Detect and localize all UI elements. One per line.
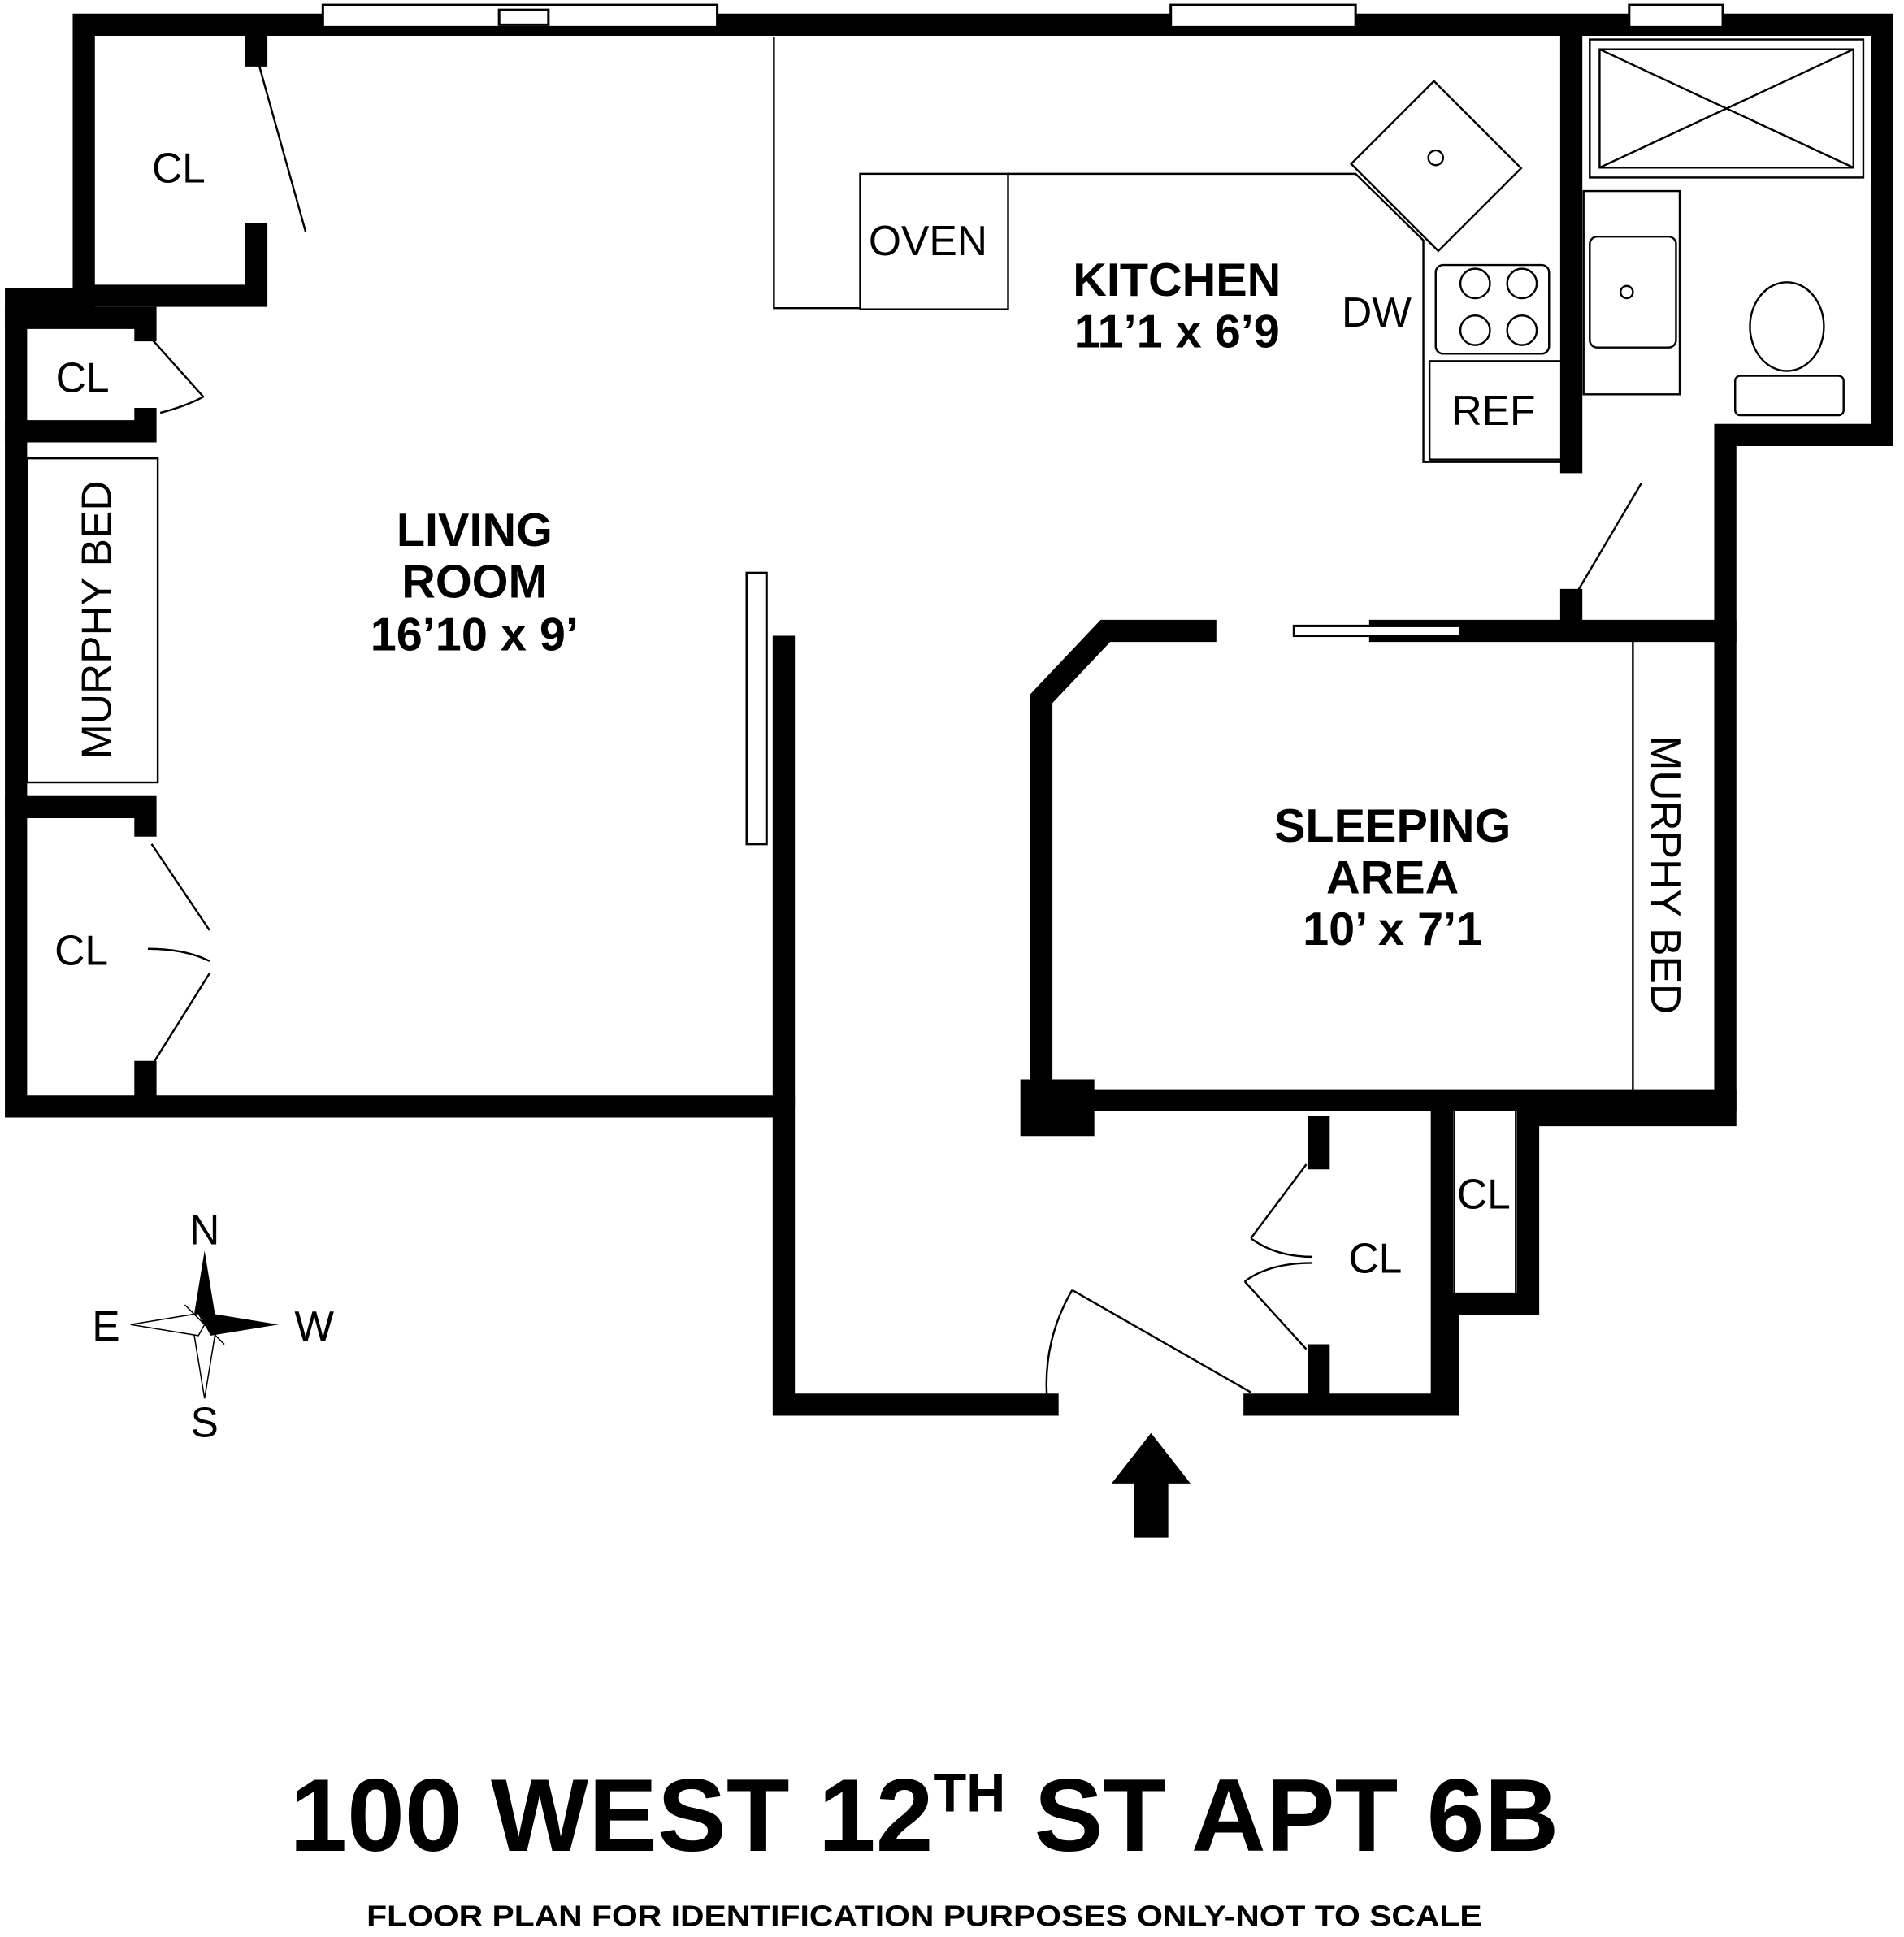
- closet-label: CL: [1457, 1171, 1511, 1218]
- closet-label: CL: [54, 926, 108, 973]
- svg-text:W: W: [294, 1302, 334, 1350]
- living-room-size: 16’10 x 9’: [371, 609, 579, 661]
- walls: [5, 13, 1893, 1416]
- address-title: 100 WEST 12TH ST APT 6B: [289, 1757, 1559, 1873]
- doors: [147, 63, 1643, 1405]
- living-room-name: LIVING: [397, 505, 553, 557]
- disclaimer: FLOOR PLAN FOR IDENTIFICATION PURPOSES O…: [366, 1899, 1481, 1932]
- oven-label: OVEN: [869, 217, 987, 264]
- dishwasher-label: DW: [1342, 288, 1412, 336]
- closet-label: CL: [152, 144, 206, 191]
- closet-label: CL: [1348, 1235, 1402, 1282]
- svg-text:E: E: [92, 1302, 119, 1350]
- kitchen-name: KITCHEN: [1073, 254, 1281, 306]
- kitchen-size: 11’1 x 6’9: [1074, 306, 1280, 358]
- murphy-bed-left: [26, 457, 159, 784]
- murphy-bed-label: MURPHY BED: [72, 480, 119, 759]
- svg-text:S: S: [191, 1398, 219, 1445]
- windows: [321, 3, 1724, 28]
- refrigerator-label: REF: [1451, 387, 1535, 434]
- bathroom-fixtures: [1582, 38, 1865, 417]
- sleeping-area-name: SLEEPING: [1274, 800, 1511, 852]
- closet-label: CL: [56, 353, 110, 401]
- entry-arrow-icon: [1111, 1432, 1191, 1538]
- svg-text:N: N: [189, 1207, 219, 1254]
- sleeping-area-name-2: AREA: [1326, 852, 1459, 904]
- living-room-name-2: ROOM: [401, 557, 547, 609]
- kitchen-fixtures: [773, 37, 1564, 463]
- compass-rose-icon: N S E W: [92, 1207, 334, 1446]
- murphy-bed-label: MURPHY BED: [1642, 735, 1689, 1014]
- sleeping-area-size: 10’ x 7’1: [1303, 904, 1482, 956]
